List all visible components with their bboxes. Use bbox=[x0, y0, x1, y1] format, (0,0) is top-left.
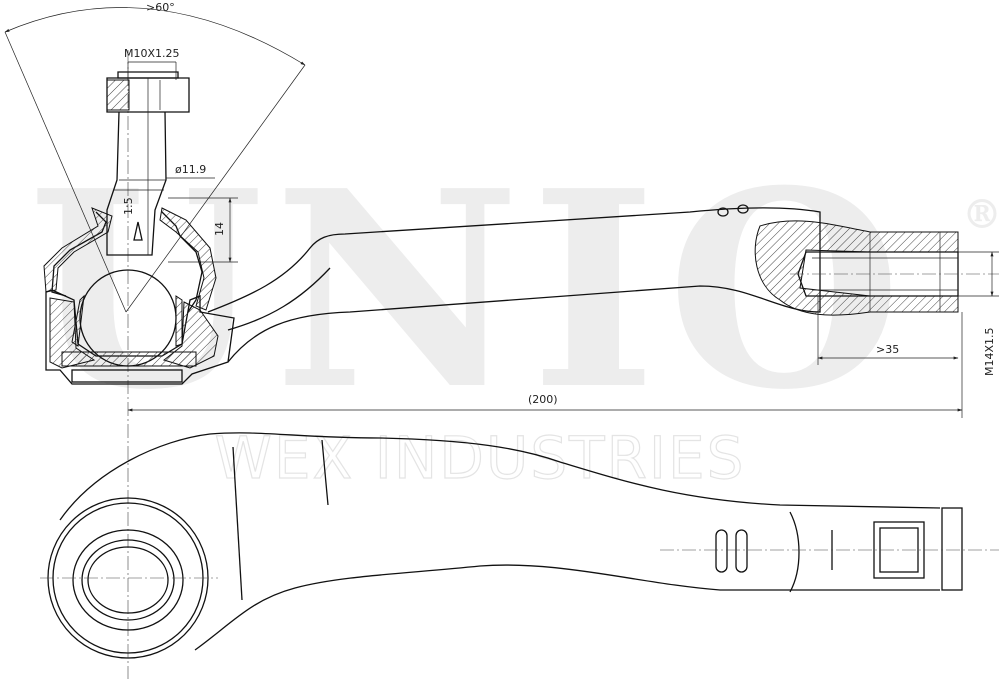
watermark-brand: UNIO bbox=[28, 131, 912, 449]
thread-top-label: M10X1.25 bbox=[124, 47, 180, 60]
thread-end-label: M14X1.5 bbox=[983, 327, 996, 376]
angle-label: >60° bbox=[146, 1, 175, 14]
watermark-company: WEX INDUSTRIES bbox=[215, 424, 746, 492]
watermark-registered: ® bbox=[962, 191, 999, 238]
length-label: (200) bbox=[528, 393, 558, 406]
bottom-plan-view bbox=[40, 432, 999, 659]
top-section-view: >60° M10X1.25 ø11.9 1:5 14 bbox=[4, 1, 999, 679]
thread-depth-label: >35 bbox=[876, 343, 899, 356]
diameter-label: ø11.9 bbox=[175, 163, 206, 176]
height-label: 14 bbox=[213, 222, 226, 236]
taper-label: 1:5 bbox=[122, 197, 135, 215]
